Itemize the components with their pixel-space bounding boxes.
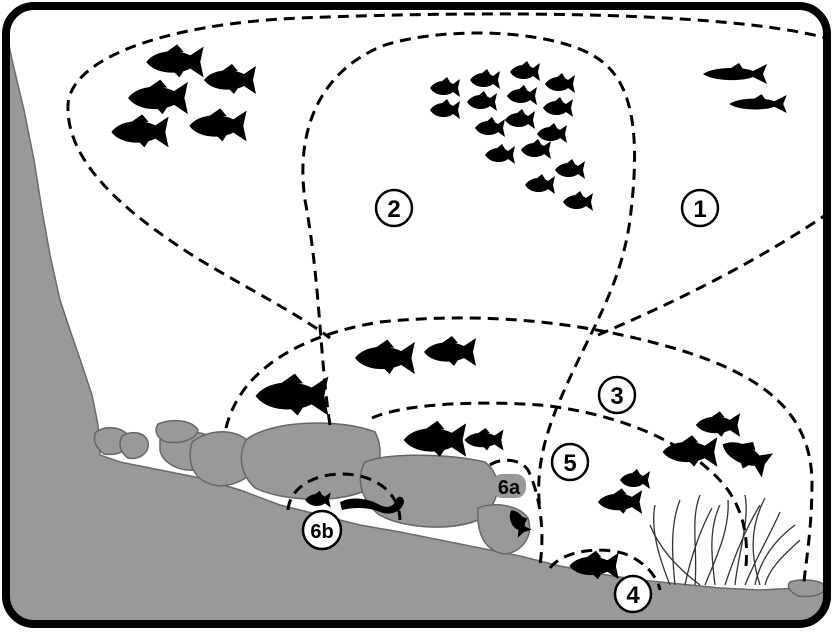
zone-label-6a: 6a: [492, 474, 526, 499]
svg-text:6b: 6b: [310, 521, 333, 543]
rock-boulder: [120, 433, 148, 459]
svg-text:1: 1: [693, 196, 706, 223]
zone-label-4: 4: [615, 576, 651, 612]
svg-text:4: 4: [626, 582, 640, 609]
zone-label-3: 3: [599, 377, 635, 413]
zone-label-5: 5: [552, 444, 588, 480]
rock-boulder: [788, 580, 826, 597]
zone-label-2: 2: [376, 190, 412, 226]
zone-label-1: 1: [682, 190, 718, 226]
zone-label-6b: 6b: [303, 511, 341, 549]
svg-text:3: 3: [610, 383, 623, 410]
rock-boulder: [241, 423, 380, 499]
svg-text:2: 2: [387, 196, 400, 223]
rock-boulder: [360, 455, 497, 527]
svg-text:6a: 6a: [498, 477, 521, 499]
svg-text:5: 5: [563, 450, 576, 477]
